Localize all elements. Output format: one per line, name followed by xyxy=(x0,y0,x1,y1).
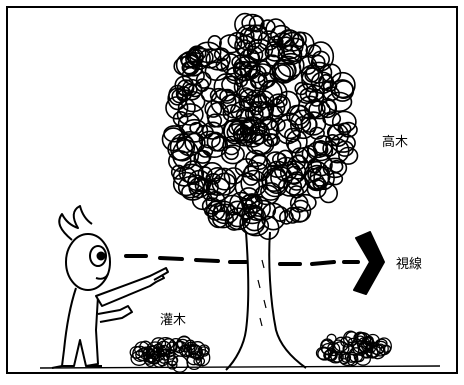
shrub-left-icon xyxy=(129,335,211,373)
ground-line xyxy=(39,365,441,369)
tree-trunk-icon xyxy=(225,231,307,371)
frame-border xyxy=(6,6,458,374)
label-line-of-sight: 視線 xyxy=(396,257,423,272)
person-pointing-icon xyxy=(51,205,169,369)
sight-arrow-icon xyxy=(353,231,385,295)
sight-line xyxy=(124,254,360,266)
shrub-right-icon xyxy=(315,330,392,367)
label-tall-tree: 高木 xyxy=(382,135,409,150)
tree-canopy-icon xyxy=(161,12,359,240)
label-shrub: 灌木 xyxy=(160,313,187,328)
